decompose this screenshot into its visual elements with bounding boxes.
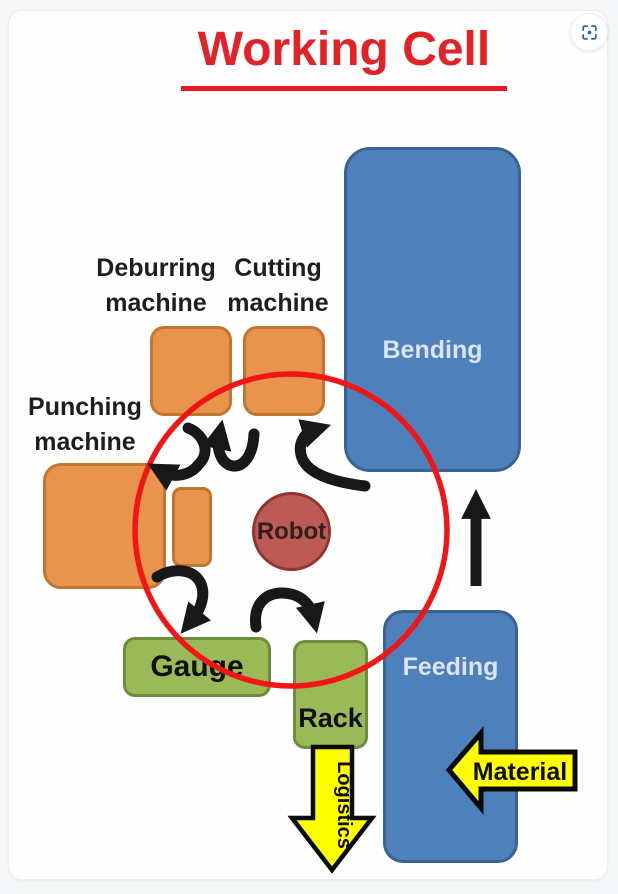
machine-box-feeding: Feeding: [383, 610, 518, 863]
visual-search-button[interactable]: [570, 13, 608, 51]
deburring-machine-label: Deburring machine: [96, 254, 216, 317]
visual-search-icon: [580, 23, 599, 42]
machine-box-cutting: [243, 326, 325, 416]
cutting-machine-label: Cutting machine: [227, 254, 329, 317]
feeding-label: Feeding: [402, 653, 499, 681]
punching-machine-label: Punching machine: [28, 393, 142, 456]
robot-label: Robot: [256, 517, 327, 545]
machine-box-punching: [43, 463, 166, 589]
machine-box-deburring: [150, 326, 232, 416]
machine-box-bending: Bending: [344, 147, 521, 472]
page-title: Working Cell: [181, 23, 507, 91]
gauge-label: Gauge: [150, 650, 244, 683]
punching-machine-strip: [172, 487, 212, 567]
rack-box: Rack: [293, 640, 368, 749]
bending-label: Bending: [382, 336, 483, 364]
rack-label: Rack: [298, 703, 363, 733]
gauge-box: Gauge: [123, 637, 271, 697]
robot-circle: Robot: [252, 492, 331, 571]
